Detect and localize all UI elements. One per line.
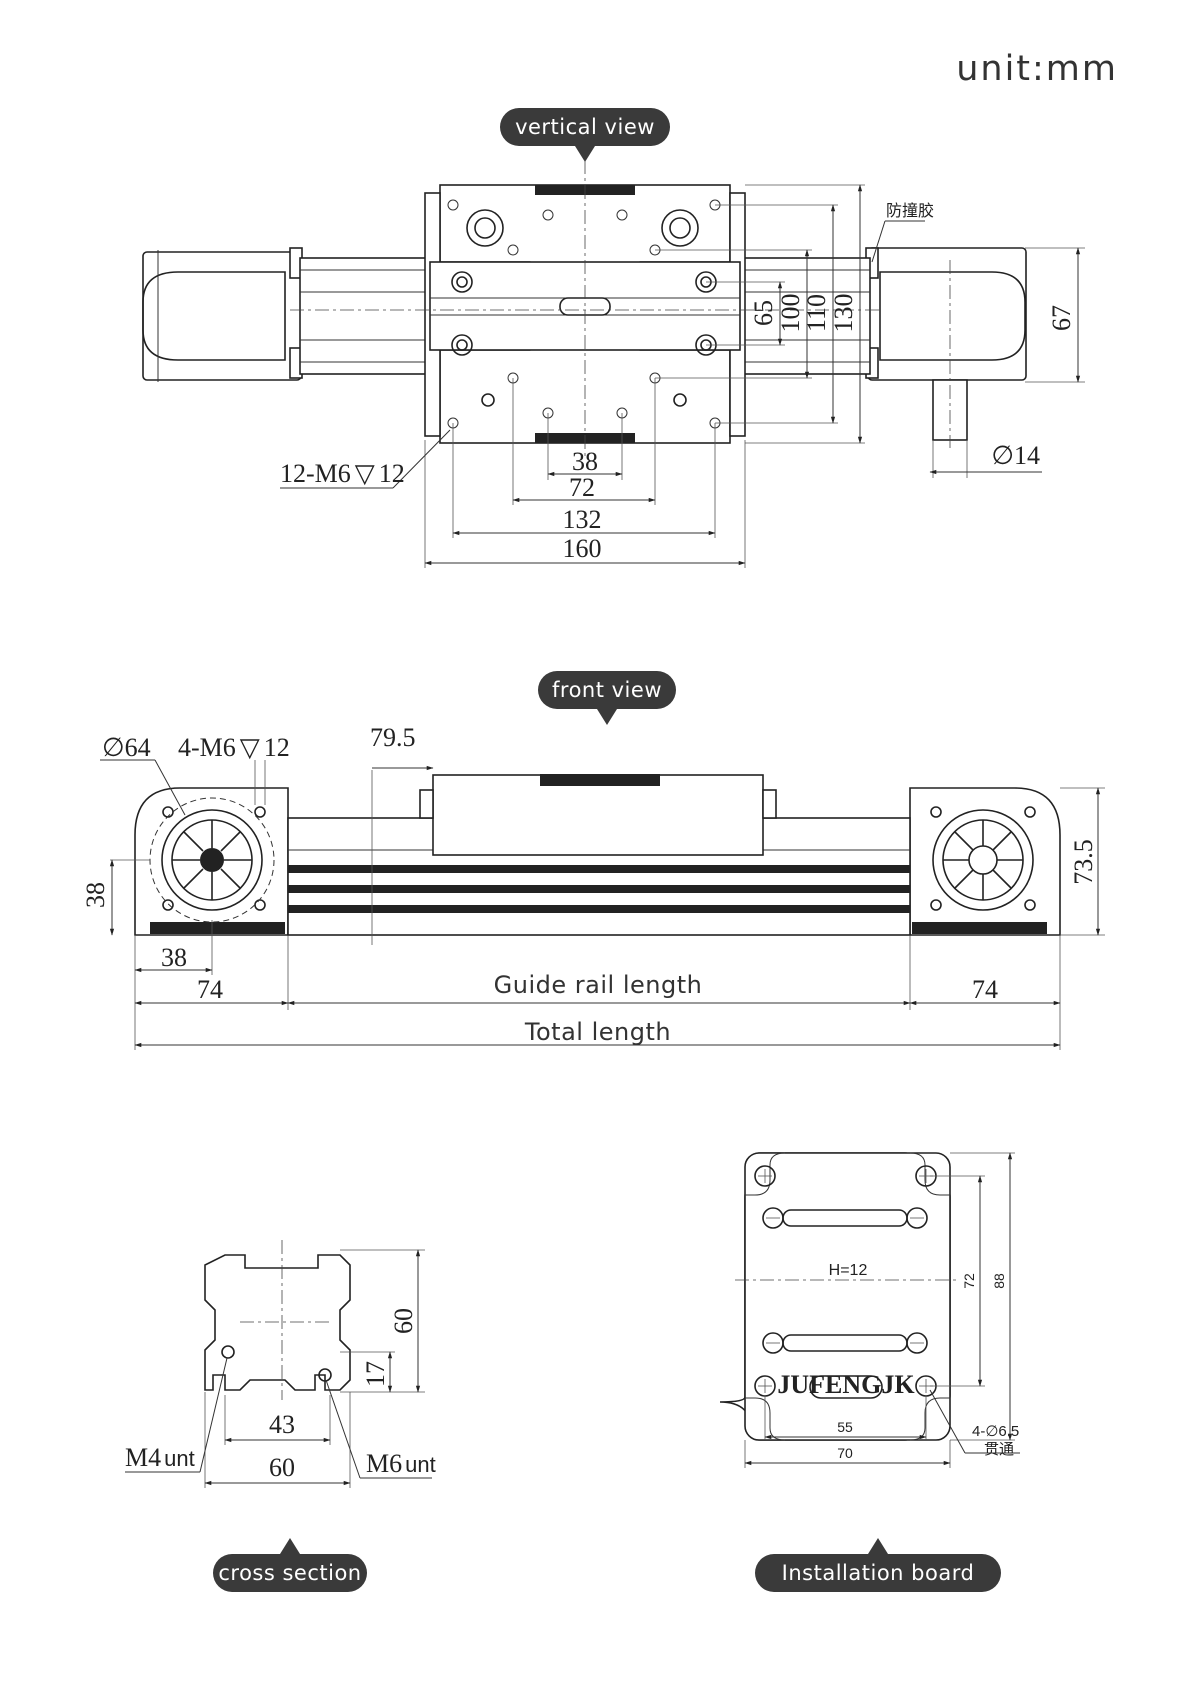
hole-note-12-m6: 12-M6▽12 [280, 459, 405, 488]
installation-board-drawing: H=12 JUFENGJK 72 88 55 70 4-∅6.5 贯通 [719, 1152, 1020, 1468]
dim-60-vertical: 60 [389, 1308, 418, 1334]
dim-43: 43 [269, 1410, 295, 1439]
anti-collision-label: 防撞胶 [886, 202, 934, 220]
dim-88-board: 88 [991, 1273, 1007, 1289]
dim-110: 110 [802, 294, 831, 332]
brand-logo: JUFENGJK [777, 1370, 915, 1399]
dim-72: 72 [569, 473, 595, 502]
dim-70-board: 70 [837, 1445, 853, 1461]
board-through-note: 贯通 [984, 1441, 1014, 1458]
total-length: Total length [524, 1018, 671, 1046]
dim-38-horizontal: 38 [161, 943, 187, 972]
dim-132: 132 [563, 505, 602, 534]
cross-section-label: cross section [213, 1538, 367, 1592]
front-view-drawing: 79.5 73.5 38 38 74 74 Guide rail length … [81, 723, 1105, 1050]
guide-rail-length: Guide rail length [494, 971, 703, 999]
dim-72-board: 72 [961, 1273, 977, 1289]
dim-67: 67 [1047, 305, 1076, 331]
vertical-view-label: vertical view [500, 108, 670, 162]
dim-100: 100 [776, 294, 805, 333]
front-view-label: front view [538, 671, 676, 725]
diameter-64: ∅64 [102, 733, 151, 762]
shaft-diameter: ∅14 [991, 441, 1040, 470]
dim-38-vertical: 38 [81, 882, 110, 908]
svg-text:cross section: cross section [218, 1561, 361, 1585]
unit-label: unit:mm [956, 49, 1118, 89]
dim-79-5: 79.5 [370, 723, 416, 752]
dim-130: 130 [829, 294, 858, 333]
dim-55-board: 55 [837, 1419, 853, 1435]
vertical-view-drawing: 38 72 132 160 65 100 110 130 67 防撞胶 ∅14 [142, 160, 1085, 568]
dim-160: 160 [563, 534, 602, 563]
board-thickness: H=12 [829, 1262, 868, 1279]
hole-note-4-m6: 4-M6▽12 [178, 733, 290, 762]
installation-board-label: Installation board [755, 1538, 1001, 1592]
dim-60-horizontal: 60 [269, 1453, 295, 1482]
svg-text:front view: front view [552, 678, 662, 702]
dim-38: 38 [572, 447, 598, 476]
svg-text:vertical view: vertical view [515, 115, 655, 139]
dim-74-left: 74 [197, 975, 223, 1004]
dim-65: 65 [749, 300, 778, 326]
dim-73-5: 73.5 [1069, 839, 1098, 885]
dim-74-right: 74 [972, 975, 998, 1004]
svg-text:Installation board: Installation board [782, 1561, 975, 1585]
dim-17: 17 [361, 1361, 390, 1387]
board-hole-note: 4-∅6.5 [972, 1423, 1019, 1440]
